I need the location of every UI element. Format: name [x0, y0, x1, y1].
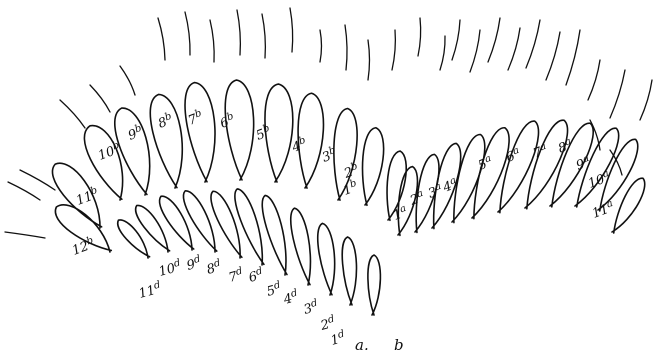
label-5a: 5a	[476, 153, 495, 174]
label-2b: 2b	[341, 161, 362, 182]
hair-stroke-18	[546, 32, 560, 80]
label-a: a.	[355, 336, 369, 354]
feather-b-7	[185, 83, 215, 182]
label-7d: 7d	[227, 266, 246, 286]
hair-stroke-11	[418, 18, 421, 56]
hair-stroke-12	[440, 36, 445, 70]
feather-d-4	[291, 208, 311, 285]
label-12b: 12b	[70, 235, 97, 259]
label-3b: 3b	[320, 145, 340, 166]
feather-b-2	[363, 128, 384, 206]
hair-stroke-17	[526, 20, 540, 68]
feather-b-8	[150, 94, 182, 188]
label-11d: 11d	[137, 280, 164, 302]
bottom-labels: a. b	[355, 336, 404, 354]
hair-stroke-28	[5, 232, 45, 238]
label-8d: 8d	[205, 258, 224, 278]
hair-stroke-10	[392, 30, 395, 70]
label-6a: 6a	[504, 145, 523, 166]
hair-stroke-3	[210, 20, 214, 62]
label-2d: 2d	[318, 314, 338, 334]
hair-stroke-27	[8, 182, 40, 200]
label-1d: 1d	[329, 329, 348, 349]
hair-stroke-30	[610, 150, 622, 175]
hair-stroke-6	[290, 8, 293, 52]
hair-stroke-22	[640, 80, 652, 120]
feather-d-2	[342, 237, 356, 305]
label-b: b	[394, 336, 404, 354]
feather-a-11	[612, 178, 645, 233]
label-3d: 3d	[302, 298, 321, 318]
hair-stroke-8	[345, 25, 347, 70]
hair-stroke-4	[237, 10, 240, 55]
hair-stroke-16	[508, 28, 520, 70]
label-8b: 8b	[156, 111, 176, 132]
label-7b: 7b	[186, 108, 206, 129]
hair-stroke-13	[452, 20, 460, 60]
label-5d: 5d	[265, 280, 284, 300]
feather-d-8	[183, 191, 216, 252]
hair-stroke-26	[20, 170, 55, 190]
hair-stroke-20	[588, 60, 600, 100]
feather-d-9	[160, 196, 194, 250]
hair-stroke-25	[60, 100, 85, 128]
hair-stroke-15	[488, 18, 500, 62]
feather-b-6	[225, 80, 253, 180]
hair-stroke-5	[262, 14, 265, 58]
label-11a: 11a	[590, 198, 617, 222]
label-8a: 8a	[556, 136, 575, 157]
hair-stroke-14	[470, 30, 480, 72]
feather-d-11	[118, 220, 150, 258]
hair-stroke-19	[566, 30, 580, 85]
hair-stroke-2	[185, 12, 190, 55]
label-6d: 6d	[247, 266, 266, 286]
label-5b: 5b	[254, 123, 274, 144]
feather-d-3	[318, 223, 335, 295]
hair-stroke-1	[158, 18, 165, 60]
label-10d: 10d	[157, 258, 184, 280]
feather-d-10	[136, 205, 170, 252]
feather-d-1	[368, 255, 381, 315]
hair-stroke-24	[90, 85, 110, 112]
hair-stroke-21	[610, 70, 625, 118]
label-1b: 1b	[341, 178, 361, 199]
feather-b-9	[115, 108, 150, 195]
feather-a-5	[472, 128, 509, 219]
label-4d: 4d	[281, 288, 301, 308]
hair-stroke-7	[320, 30, 322, 62]
label-6b: 6b	[218, 111, 238, 132]
label-2a: 2a	[407, 188, 427, 209]
hair-stroke-9	[368, 40, 370, 80]
label-10a: 10a	[586, 168, 613, 192]
hair-stroke-23	[120, 66, 135, 95]
label-9d: 9d	[185, 254, 204, 274]
label-9a: 9a	[574, 153, 593, 174]
feather-d-5	[262, 195, 287, 275]
feather-strokes	[5, 8, 652, 238]
